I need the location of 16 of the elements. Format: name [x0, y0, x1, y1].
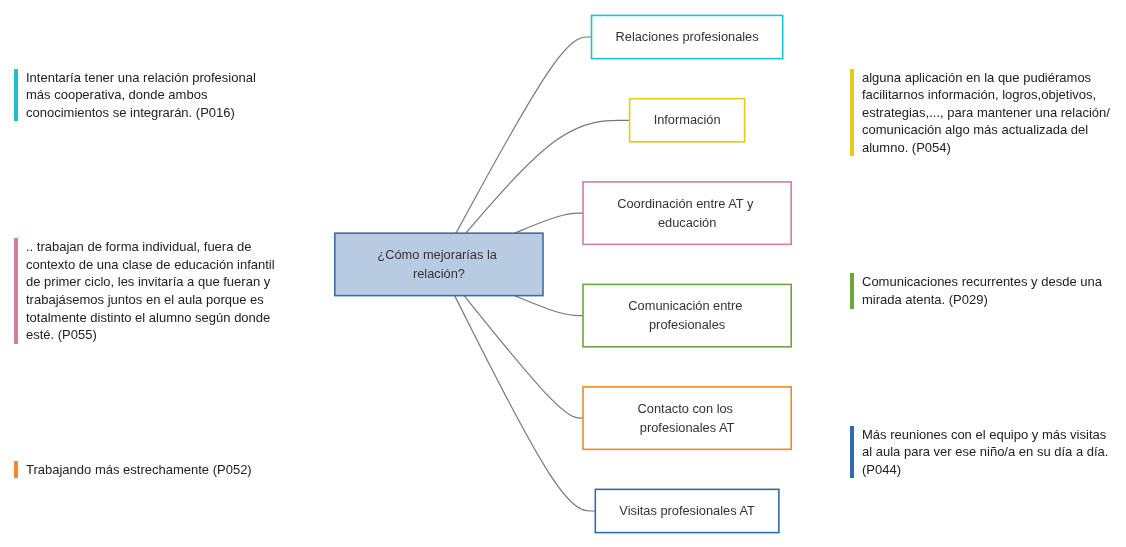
connector	[513, 294, 584, 316]
quote-text: Más reuniones con el equipo y más visitas al aula para ver ese niño/a en su día a día. (P044)	[850, 425, 1112, 479]
quote-text: Trabajando más estrechamente (P052)	[14, 460, 276, 479]
quote-text: Intentaría tener una relación profesional más cooperativa, donde ambos conocimientos se integrarán. (P016)	[14, 68, 276, 122]
node-box: Comunicación entre profesionales	[582, 283, 792, 348]
node-box: Visitas profesionales AT	[594, 488, 780, 533]
node-box: Información	[628, 97, 746, 143]
node-box: Contacto con los profesionales AT	[582, 385, 792, 450]
quote-text: Comunicaciones recurrentes y desde una mirada atenta. (P029)	[850, 273, 1112, 309]
quote-text: .. trabajan de forma individual, fuera de contexto de una clase de educación infantil de primer ciclo, les invitaría a que fueran y trabajásemos juntos en el aula porque es totalmente distinto el alumno según donde esté. (P055)	[14, 238, 276, 344]
connector	[463, 294, 584, 419]
node-box: Relaciones profesionales	[590, 14, 784, 59]
node-box: ¿Cómo mejorarías la relación?	[334, 231, 544, 296]
connector	[454, 294, 596, 512]
quote-text: alguna aplicación en la que pudiéramos facilitarnos información, logros,objetivos, estrategias,..., para mantener una relación/ comunicación algo más actualizada del alumno. (P054)	[850, 68, 1112, 157]
node-box: Coordinación entre AT y educación	[582, 180, 792, 245]
